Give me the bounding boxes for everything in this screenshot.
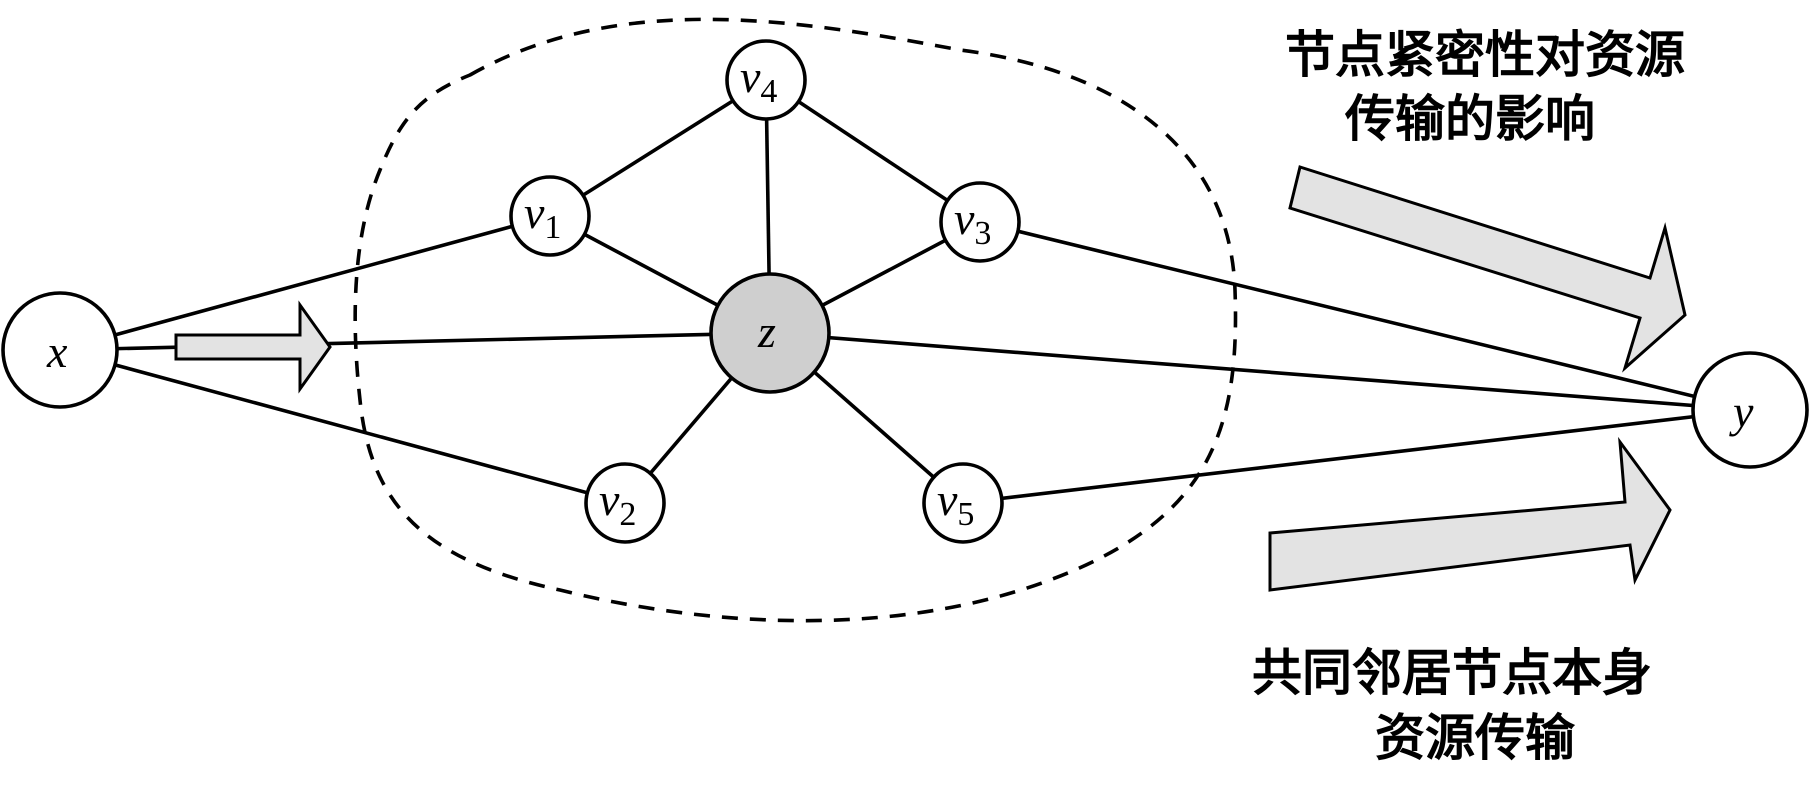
- node-v3-label: v: [954, 193, 975, 244]
- node-v2: v2: [584, 462, 666, 544]
- edge-x-z: [59, 331, 771, 352]
- svg-text:v4: v4: [740, 51, 777, 110]
- node-z-label: z: [757, 306, 776, 357]
- node-x-label: x: [46, 326, 68, 377]
- svg-text:v2: v2: [599, 474, 636, 533]
- node-v1: v1: [509, 175, 591, 257]
- edge-v1-v4: [549, 78, 767, 218]
- edge-v4-v3: [765, 78, 981, 224]
- edge-v3-y: [979, 220, 1751, 412]
- caption-top-line2: 传输的影响: [1344, 89, 1595, 148]
- edge-x-v2: [59, 348, 626, 505]
- caption-bottom-line1: 共同邻居节点本身: [1252, 643, 1652, 702]
- node-v3-sub: 3: [974, 215, 991, 252]
- node-y: y: [1691, 351, 1809, 469]
- svg-text:v1: v1: [524, 187, 561, 246]
- bottom-big-arrow: [1268, 436, 1672, 592]
- caption-top-line1: 节点紧密性对资源: [1285, 25, 1685, 84]
- caption-bottom-line2: 资源传输: [1375, 708, 1576, 767]
- node-x: x: [1, 291, 119, 409]
- svg-text:v3: v3: [954, 193, 991, 252]
- node-v4-sub: 4: [760, 73, 777, 110]
- node-v3: v3: [939, 181, 1021, 263]
- node-y-label: y: [1729, 386, 1754, 437]
- neighborhood-boundary: [353, 17, 1238, 623]
- small-flow-arrow: [174, 300, 332, 394]
- node-v2-sub: 2: [619, 496, 636, 533]
- edge-z-y: [769, 331, 1751, 412]
- node-v5-sub: 5: [957, 496, 974, 533]
- node-z: z: [709, 272, 831, 394]
- node-v4: v4: [725, 39, 807, 121]
- svg-text:v5: v5: [937, 474, 974, 533]
- top-big-arrow: [1288, 165, 1687, 373]
- node-v5-label: v: [937, 474, 958, 525]
- node-v2-label: v: [599, 474, 620, 525]
- edge-v5-y: [962, 408, 1751, 505]
- node-v1-sub: 1: [544, 209, 561, 246]
- node-v1-label: v: [524, 187, 545, 238]
- edge-x-v1: [59, 214, 551, 352]
- node-v5: v5: [922, 462, 1004, 544]
- node-v4-label: v: [740, 51, 761, 102]
